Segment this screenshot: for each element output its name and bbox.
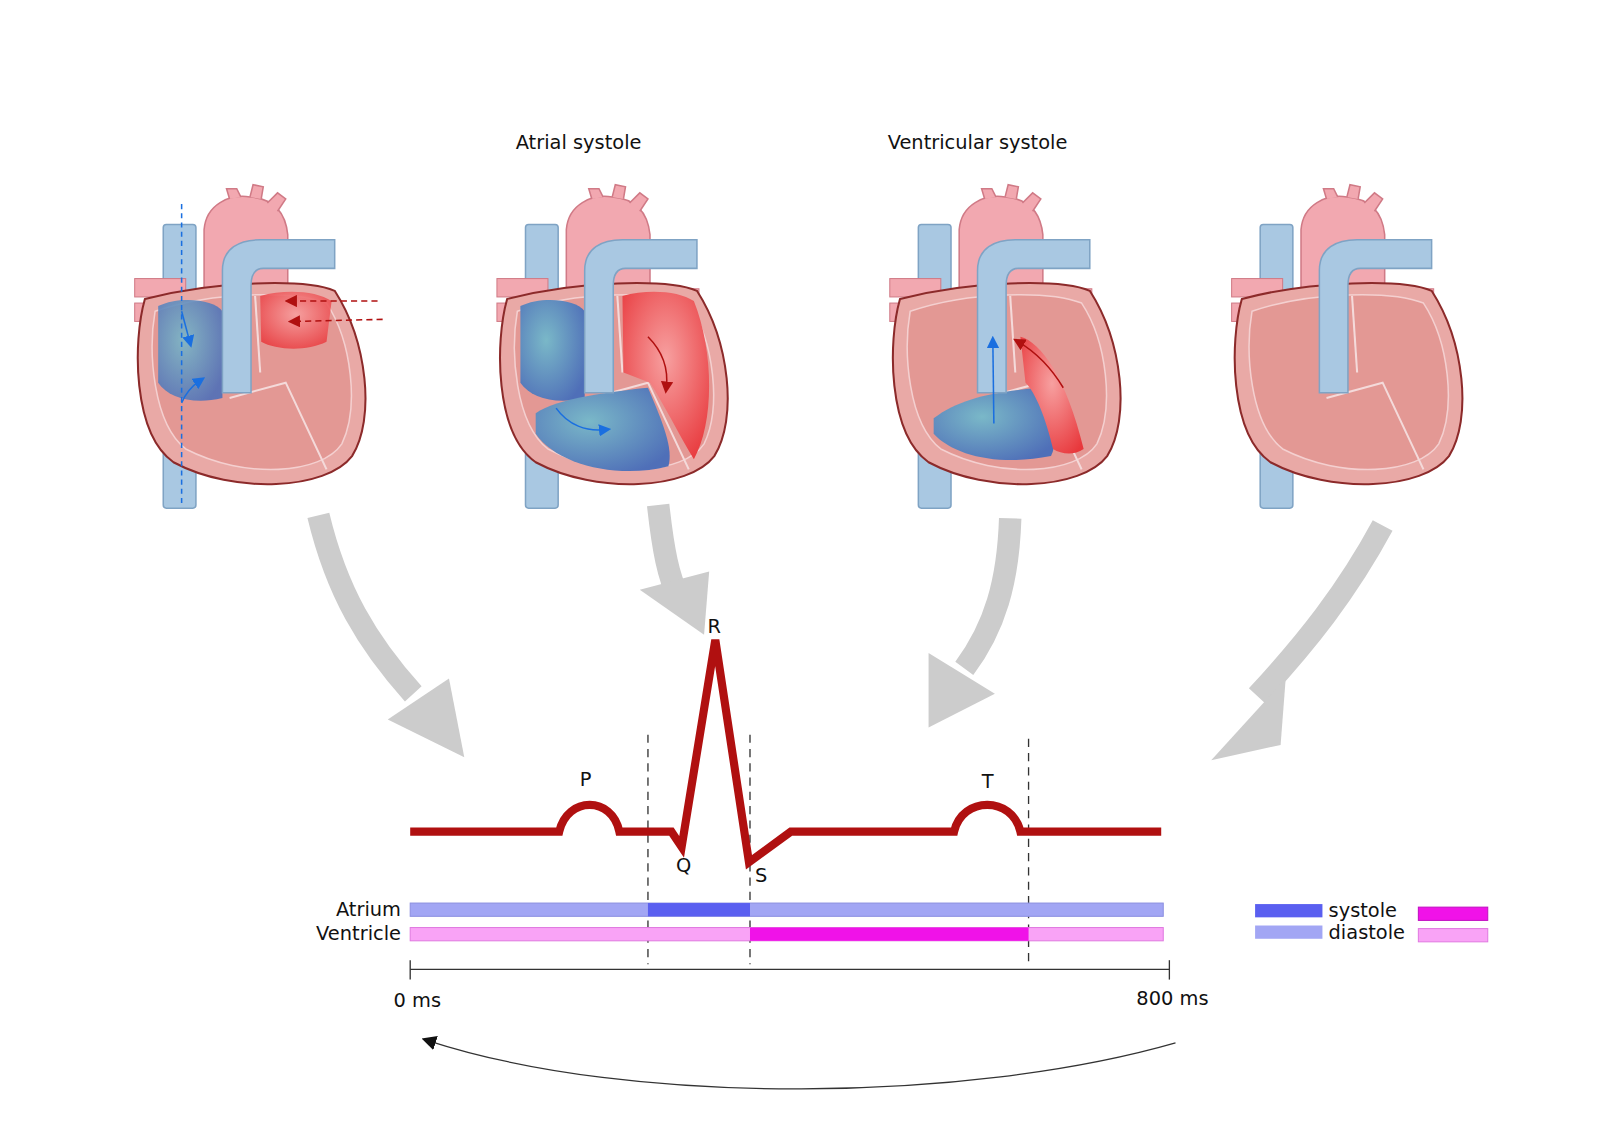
phase-heading: Ventricular systole: [888, 133, 1068, 152]
legend-swatch: [1255, 926, 1322, 939]
wave-label: S: [755, 865, 767, 884]
wave-label: P: [580, 769, 592, 788]
axis-label: 0 ms: [394, 991, 441, 1010]
legend-swatch: [1255, 904, 1322, 917]
wave-label: Q: [676, 856, 691, 875]
legend-text: systole: [1329, 901, 1397, 920]
bar-label: Ventricle: [316, 923, 401, 942]
legend-text: diastole: [1329, 922, 1405, 941]
wave-label: T: [982, 771, 994, 790]
legend-row: diastole: [1255, 922, 1405, 941]
bar-label: Atrium: [336, 900, 401, 919]
axis-label: 800 ms: [1136, 989, 1208, 1008]
phase-heading: Atrial systole: [516, 133, 642, 152]
legend-row: systole: [1255, 901, 1397, 920]
wave-label: R: [708, 616, 721, 635]
